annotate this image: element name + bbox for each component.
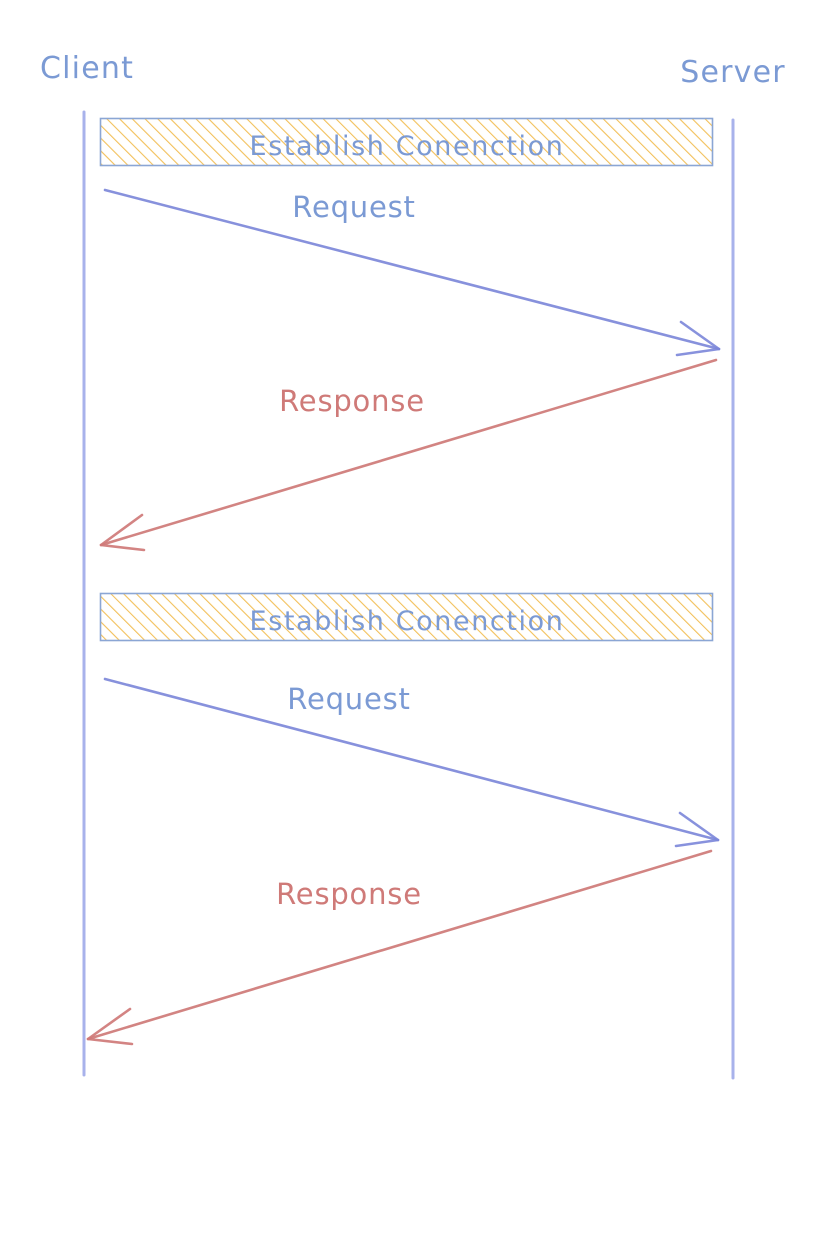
participant-label-client: Client: [40, 51, 134, 86]
message-request-1: [103, 188, 721, 357]
message-label-request-1: Request: [292, 190, 415, 224]
message-label-response-2: Response: [276, 877, 422, 911]
block-establish-1: [99, 117, 714, 167]
participant-label-server: Server: [680, 55, 786, 90]
block-label-establish-2: Establish Conenction: [250, 606, 565, 637]
block-label-establish-1: Establish Conenction: [250, 131, 565, 162]
block-establish-2: [99, 592, 714, 642]
message-label-request-2: Request: [287, 682, 410, 716]
message-request-2: [103, 677, 720, 848]
message-label-response-1: Response: [279, 384, 425, 418]
message-response-1: [99, 358, 718, 552]
message-response-2: [86, 849, 713, 1046]
